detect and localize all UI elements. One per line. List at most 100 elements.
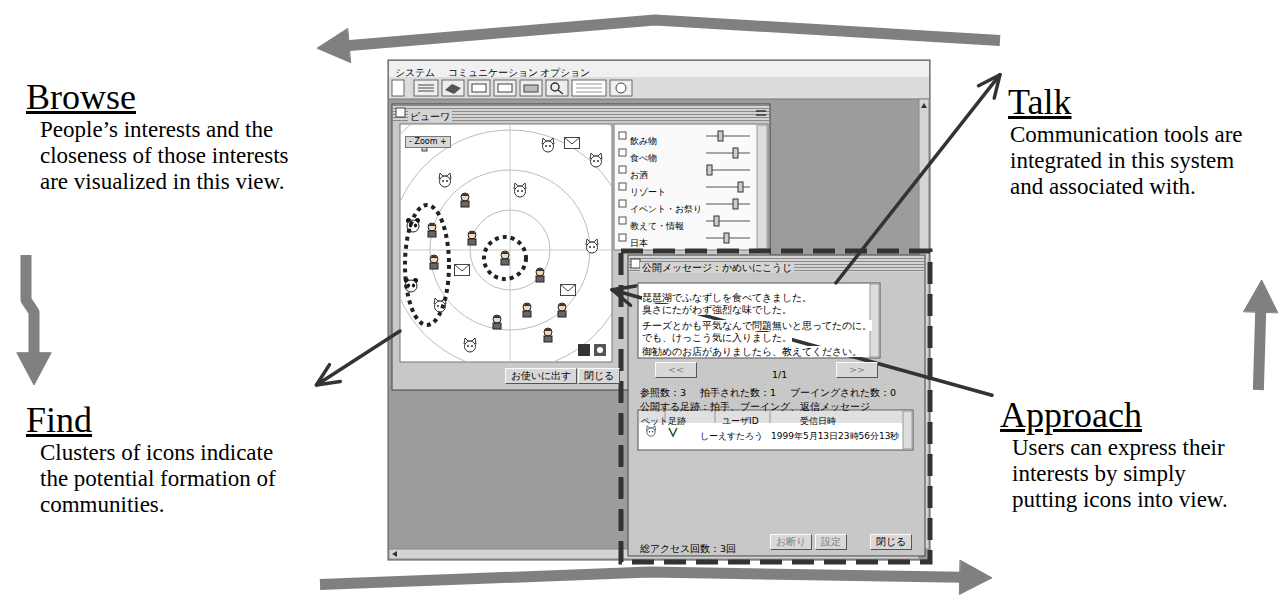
title-icon	[396, 108, 405, 117]
button-label: 閉じる	[876, 536, 906, 548]
ring	[400, 130, 612, 362]
stamp-mark	[597, 347, 603, 353]
text-slot: イベント・お祭り	[630, 198, 702, 216]
text-slot: ユーザID	[722, 410, 759, 428]
push-button: >>	[836, 362, 878, 378]
arrow-shaft	[320, 572, 962, 585]
scroll-arrow	[392, 551, 397, 557]
arrow-shaft	[1258, 310, 1260, 390]
step-heading: Browse	[26, 77, 305, 117]
category-controls	[619, 131, 750, 243]
step-description: Communication tools are integrated in th…	[1010, 122, 1255, 200]
check-box	[619, 200, 626, 207]
arrow-shaft	[612, 290, 992, 395]
page-counter: 1/1	[772, 369, 787, 380]
window-title: ビューワ	[408, 111, 452, 122]
tool-icon	[414, 80, 438, 96]
check-box	[619, 183, 626, 190]
text-slot: 総アクセス回数：3回	[640, 538, 736, 556]
cluster-outline	[405, 205, 449, 325]
category-label: 日本	[630, 238, 648, 248]
tool-icon	[442, 80, 464, 96]
check-box	[619, 166, 626, 173]
arrow-shaft	[316, 331, 400, 385]
slider-knob	[733, 199, 738, 209]
user-icon	[461, 193, 469, 207]
zoom-control: - Zoom +	[405, 136, 451, 148]
text-slot: コミュニケーション	[448, 62, 538, 80]
text-slot: システム	[395, 62, 435, 80]
push-button: 閉じる	[578, 368, 620, 384]
user-icon	[493, 315, 501, 329]
text-slot: 1999年5月13日23時56分13秒	[771, 425, 899, 443]
tool-icon-mark	[616, 83, 626, 93]
check-box	[619, 132, 626, 139]
tool-icon-mark	[558, 90, 563, 94]
step-description: People’s interests and the closeness of …	[40, 117, 305, 195]
tool-icon	[392, 80, 404, 96]
cycle-arrow	[320, 560, 992, 594]
step-description: Clusters of icons indicate the potential…	[40, 440, 290, 518]
check-box	[619, 149, 626, 156]
status-text: 公開する足跡：拍手、ブーイング、返信メッセージ	[640, 401, 870, 412]
message-line: 臭さにたがわず強烈な味でした。	[642, 304, 792, 315]
message-line: でも、けっこう気に入りました。	[642, 332, 792, 343]
check-box	[619, 217, 626, 224]
tool-icon-mark	[498, 84, 512, 92]
text-slot: - Zoom +	[405, 130, 451, 148]
status-text: 参照数：3	[640, 387, 686, 398]
text-slot: 拍手された数：1	[700, 382, 776, 400]
button-label: お断り	[776, 536, 806, 548]
status-text: ブーイングされた数：0	[790, 387, 896, 398]
axis	[400, 250, 612, 251]
menu-item: オプション	[540, 67, 590, 78]
user-icon	[468, 231, 476, 245]
arrow-head	[1244, 280, 1278, 312]
category-label: お酒	[630, 170, 648, 180]
message-icon	[561, 285, 576, 296]
check-box	[619, 234, 626, 241]
slider-knob	[724, 233, 729, 243]
text-slot: 日本	[630, 232, 648, 250]
user-icon	[544, 328, 552, 342]
tool-bar-edge	[389, 99, 929, 100]
text-slot: 1/1	[772, 364, 787, 382]
highlight-frame	[621, 251, 930, 562]
text-slot: チーズとかも平気なんで問題無いと思ってたのに。	[642, 315, 872, 333]
stamp-icon	[594, 344, 606, 356]
title-bar	[393, 105, 769, 121]
message-window: 公開メッセージ：かめいにこうじ1/1参照数：3拍手された数：1ブーイングされた数…	[628, 255, 925, 556]
tool-icon-mark	[524, 85, 538, 92]
text-slot: ブーイングされた数：0	[790, 382, 896, 400]
tool-icon	[494, 80, 516, 96]
tool-icon-mark	[418, 85, 434, 91]
button-label: >>	[849, 364, 865, 376]
status-text: 総アクセス回数：3回	[640, 543, 736, 554]
tool-icon-mark	[551, 83, 559, 91]
push-button: お断り	[770, 534, 812, 550]
table-cell: しーえすたろう	[700, 431, 763, 441]
pointer-arrow	[612, 286, 992, 395]
user-icon	[501, 251, 509, 265]
text-slot: 足跡	[668, 410, 686, 428]
pointer-arrow	[836, 75, 1000, 283]
ring	[400, 124, 612, 362]
user-icon	[523, 303, 531, 317]
step-approach: ApproachUsers can express their interest…	[992, 390, 1274, 590]
arrow-shaft	[26, 255, 34, 355]
push-button: 設定	[815, 534, 847, 550]
button-label: お使いに出す	[511, 370, 571, 382]
step-browse: BrowsePeople’s interests and the closene…	[18, 35, 317, 255]
footprint-icon	[669, 428, 677, 436]
message-line: 御勧めのお店がありましたら、教えてください。	[642, 346, 862, 357]
menu-item: コミュニケーション	[448, 67, 538, 78]
text-slot: 飲み物	[630, 130, 657, 148]
user-icon	[430, 255, 438, 269]
table-header: ペット	[641, 416, 668, 426]
slider-knob	[718, 131, 723, 141]
category-label: 飲み物	[630, 136, 657, 146]
application-window: システムコミュニケーションオプションビューワ飲み物食べ物お酒リゾートイベント・お…	[388, 60, 930, 560]
category-panel	[614, 124, 768, 250]
stamp-icon	[578, 344, 590, 356]
pet-icon	[439, 173, 451, 187]
